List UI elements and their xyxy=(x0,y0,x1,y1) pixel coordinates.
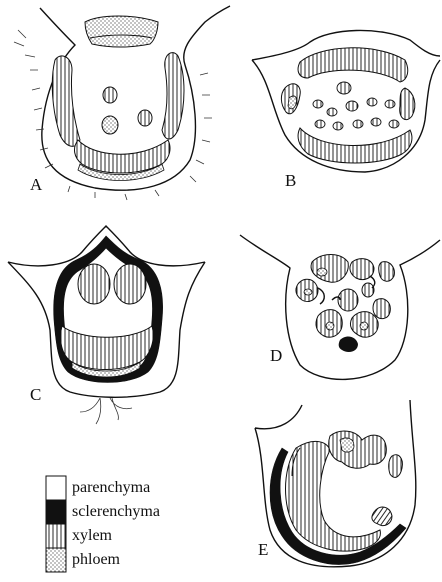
legend-label-parenchyma: parenchyma xyxy=(72,480,150,496)
legend-swatch-parenchyma xyxy=(46,476,66,500)
panel-label-b: B xyxy=(285,172,296,189)
panel-c-xylem-right xyxy=(114,264,146,304)
panel-e-section xyxy=(255,400,416,567)
legend xyxy=(46,476,66,572)
panel-a-xylem-left xyxy=(52,56,80,146)
panel-b-section xyxy=(252,30,440,172)
legend-swatch-phloem xyxy=(46,548,66,572)
panel-label-c: C xyxy=(30,386,41,403)
legend-label-phloem: phloem xyxy=(72,552,120,568)
panel-c-xylem-left xyxy=(78,264,110,304)
panel-label-d: D xyxy=(270,347,282,364)
panel-a-xylem-right xyxy=(162,53,184,139)
legend-label-xylem: xylem xyxy=(72,528,112,544)
panel-b-xylem-bottom xyxy=(298,128,412,163)
panel-a-section xyxy=(14,6,230,200)
legend-label-sclerenchyma: sclerenchyma xyxy=(72,504,160,520)
panel-label-a: A xyxy=(30,176,42,193)
legend-swatch-xylem xyxy=(46,524,66,548)
panel-label-e: E xyxy=(258,541,268,558)
panel-a-phloem-top xyxy=(85,16,158,47)
panel-b-xylem-top xyxy=(298,48,408,82)
legend-swatch-sclerenchyma xyxy=(46,500,66,524)
panel-d-sclerenchyma xyxy=(339,337,358,352)
